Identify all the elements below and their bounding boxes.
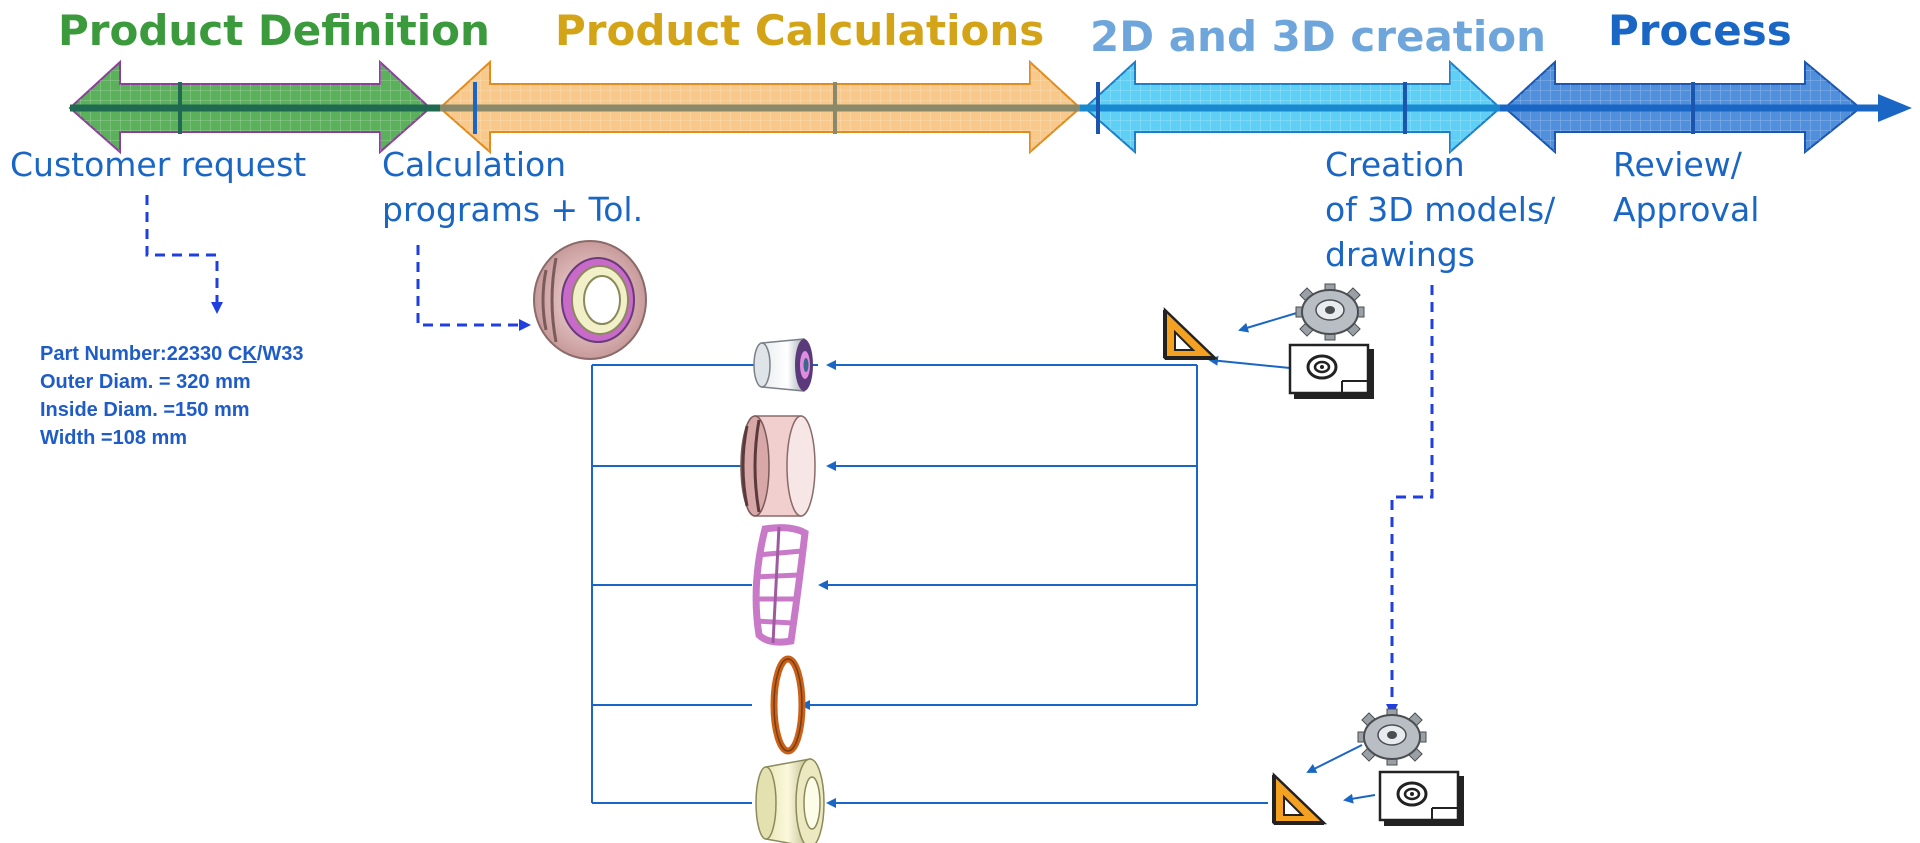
part-spec-block: Part Number:22330 CK/W33 Outer Diam. = 3… — [40, 340, 303, 452]
component-flow-lines — [591, 311, 1376, 808]
phase-title-process: Process — [1608, 6, 1792, 55]
drawing-sheet-icon — [1288, 343, 1374, 399]
dashed-flow-calc-to-bearing — [416, 245, 531, 331]
step-label-calculation: Calculation programs + Tol. — [382, 142, 643, 232]
step-label-calculation-line1: Calculation — [382, 145, 567, 184]
set-square-icon — [1272, 772, 1328, 825]
step-label-creation-line3: drawings — [1325, 235, 1475, 274]
bearing-assembly-icon — [533, 240, 647, 360]
drawing-sheet-icon — [1378, 770, 1464, 826]
outer-diameter: Outer Diam. = 320 mm — [40, 371, 251, 393]
part-number-underlined: K — [242, 343, 257, 365]
part-number: Part Number:22330 CK/W33 — [40, 340, 303, 368]
width: Width =108 mm — [40, 427, 188, 449]
step-label-review-line2: Approval — [1613, 190, 1760, 229]
step-label-customer-request: Customer request — [10, 145, 307, 184]
set-square-icon — [1163, 307, 1219, 360]
outer-ring-icon — [740, 415, 816, 517]
phase-title-product-definition: Product Definition — [58, 6, 490, 55]
roller-icon — [753, 338, 813, 392]
part-number-prefix: Part Number:22330 C — [40, 343, 243, 365]
gear-icon — [1295, 283, 1365, 341]
step-label-review-line1: Review/ — [1613, 145, 1742, 184]
cage-icon — [752, 524, 809, 646]
inner-ring-icon — [755, 758, 825, 843]
inside-diameter: Inside Diam. =150 mm — [40, 399, 250, 421]
step-label-review: Review/ Approval — [1613, 142, 1759, 232]
part-number-suffix: /W33 — [256, 343, 304, 365]
phase-title-product-calculations: Product Calculations — [555, 6, 1045, 55]
dashed-flow-request-to-spec — [145, 195, 223, 314]
step-label-calculation-line2: programs + Tol. — [382, 190, 644, 229]
phase-title-2d-3d-creation: 2D and 3D creation — [1090, 12, 1547, 61]
gear-icon — [1357, 708, 1427, 766]
step-label-creation: Creation of 3D models/ drawings — [1325, 142, 1555, 277]
step-label-creation-line2: of 3D models/ — [1325, 190, 1556, 229]
dashed-flow-creation-to-tools — [1386, 285, 1434, 716]
timeline-axis — [70, 82, 1912, 134]
guide-ring-icon — [770, 655, 806, 755]
step-label-creation-line1: Creation — [1325, 145, 1465, 184]
